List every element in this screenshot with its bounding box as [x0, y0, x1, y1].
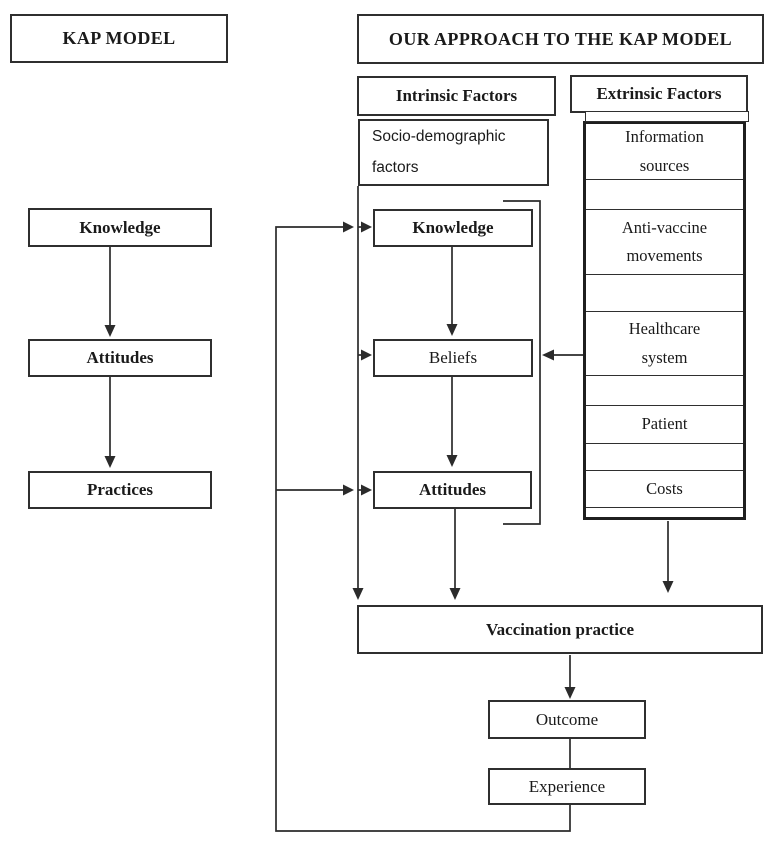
box-outcome: Outcome — [488, 700, 646, 739]
cell-spacer — [586, 179, 743, 209]
extrinsic-factors-header: Extrinsic Factors — [570, 75, 748, 113]
extrinsic-top-strip — [585, 111, 749, 122]
arrowhead — [361, 221, 372, 233]
extrinsic-factors-list: Information sources Anti-vaccine movemen… — [583, 121, 746, 520]
cell-information-sources: Information sources — [625, 127, 704, 175]
cell-spacer — [586, 274, 743, 311]
cell-healthcare-system: Healthcare system — [586, 311, 743, 375]
arrowhead — [564, 687, 576, 699]
arrowhead — [343, 484, 354, 496]
bracket-intrinsic-chain — [503, 200, 541, 525]
approach-title: OUR APPROACH TO THE KAP MODEL — [357, 14, 764, 64]
box-attitudes-left: Attitudes — [28, 339, 212, 377]
box-knowledge-left: Knowledge — [28, 208, 212, 247]
arrowhead — [343, 221, 354, 233]
arrowhead — [352, 588, 364, 600]
cell-spacer — [586, 507, 743, 517]
cell-spacer — [586, 443, 743, 470]
box-vaccination-practice: Vaccination practice — [357, 605, 763, 654]
box-attitudes-middle: Attitudes — [373, 471, 532, 509]
intrinsic-factors-header: Intrinsic Factors — [357, 76, 556, 116]
arrowhead — [104, 325, 116, 337]
arrowhead — [446, 324, 458, 336]
cell-costs: Costs — [586, 470, 743, 507]
cell-spacer — [586, 375, 743, 405]
arrowhead — [446, 455, 458, 467]
box-practices-left: Practices — [28, 471, 212, 509]
kap-model-title: KAP MODEL — [10, 14, 228, 63]
arrowhead — [361, 484, 372, 496]
arrowhead — [662, 581, 674, 593]
arrowhead — [361, 349, 372, 361]
box-socio-demographic-factors: Socio-demographic factors — [358, 119, 549, 186]
arrowhead — [449, 588, 461, 600]
box-beliefs: Beliefs — [373, 339, 533, 377]
feedback-loop — [275, 226, 571, 832]
cell-anti-vaccine-movements: Anti-vaccine movements — [586, 209, 743, 274]
box-knowledge-middle: Knowledge — [373, 209, 533, 247]
arrowhead — [542, 349, 554, 361]
box-experience: Experience — [488, 768, 646, 805]
cell-patient: Patient — [586, 405, 743, 443]
arrowhead — [104, 456, 116, 468]
